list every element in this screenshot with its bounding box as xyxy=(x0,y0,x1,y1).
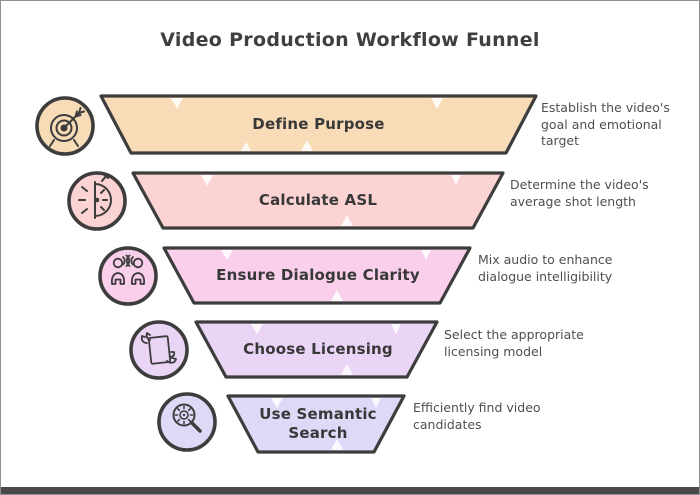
funnel-stage-4-shape xyxy=(194,320,439,379)
stage-description-use-semantic-search: Efficiently find video candidates xyxy=(413,400,541,432)
document-hand-icon xyxy=(140,332,177,365)
stage-4-icon-circle xyxy=(129,320,189,380)
funnel-stage-1-shape xyxy=(99,94,538,155)
stage-label-calculate-asl: Calculate ASL xyxy=(258,191,378,210)
dialogue-people-icon xyxy=(110,254,146,285)
stage-5-icon-circle xyxy=(157,392,217,452)
stage-description-choose-licensing: Select the appropriate licensing model xyxy=(444,327,584,359)
stopwatch-icon xyxy=(78,173,112,219)
stage-label-define-purpose: Define Purpose xyxy=(252,115,385,134)
stage-description-calculate-asl: Determine the video's average shot lengt… xyxy=(510,177,649,209)
funnel-stage-3-shape xyxy=(162,246,472,305)
target-icon xyxy=(49,107,85,147)
bottom-accent-bar xyxy=(1,487,699,494)
semantic-search-icon xyxy=(172,403,202,433)
funnel-stage-2-shape xyxy=(131,171,505,230)
stage-label-choose-licensing: Choose Licensing xyxy=(243,340,393,359)
funnel-stage-5-shape xyxy=(226,394,406,454)
sketch-texture xyxy=(171,98,461,450)
page-title: Video Production Workflow Funnel xyxy=(160,29,540,51)
stage-label-use-semantic-search: Use Semantic Search xyxy=(259,405,377,442)
stage-description-define-purpose: Establish the video's goal and emotional… xyxy=(541,100,670,148)
stage-description-ensure-dialogue-clarity: Mix audio to enhance dialogue intelligib… xyxy=(478,252,613,284)
stage-label-ensure-dialogue-clarity: Ensure Dialogue Clarity xyxy=(216,266,420,285)
